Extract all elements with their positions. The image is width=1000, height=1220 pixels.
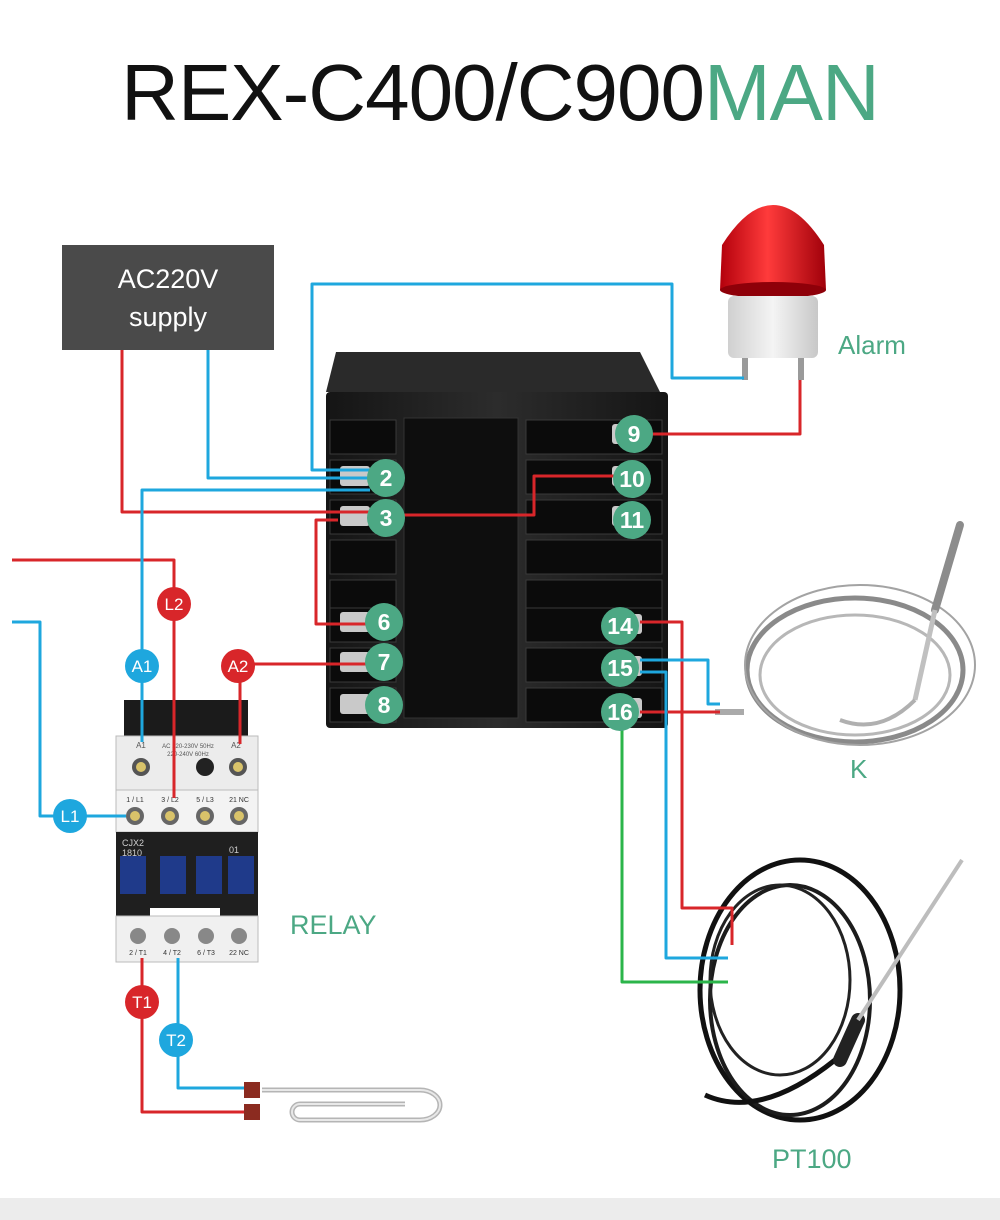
badge-a1: A1 <box>132 657 153 676</box>
heater-element-icon <box>244 1082 443 1123</box>
contactor-terminal-t3: 6 / T3 <box>197 950 215 957</box>
pt100-label: PT100 <box>772 1144 852 1174</box>
contactor-a1-text: A1 <box>136 741 146 750</box>
badge-l2: L2 <box>165 595 184 614</box>
terminal-2-label: 2 <box>380 465 393 491</box>
terminal-9-label: 9 <box>628 421 641 447</box>
wires <box>12 282 802 1114</box>
contactor-terminal-l3: 5 / L3 <box>196 797 214 804</box>
contactor-terminal-l2: 3 / L2 <box>161 797 179 804</box>
terminal-7-label: 7 <box>378 649 391 675</box>
wire-badges: L2 A1 A2 L1 T1 T2 <box>53 587 255 1057</box>
controller-unit <box>326 352 668 728</box>
page-title: REX-C400/C900MAN <box>0 48 1000 138</box>
contactor-relay: A1 A2 AC 220-230V 50Hz 220-240V 60Hz 1 /… <box>115 700 259 963</box>
title-main: REX-C400/C900 <box>121 48 705 137</box>
supply-label-line1: AC220V <box>118 264 219 294</box>
alarm-label: Alarm <box>838 330 906 360</box>
alarm-lamp-icon <box>720 205 826 380</box>
contactor-terminal-t2: 4 / T2 <box>163 950 181 957</box>
terminal-8-label: 8 <box>378 692 391 718</box>
relay-label: RELAY <box>290 910 377 940</box>
contactor-spec-2: 220-240V 60Hz <box>167 752 209 758</box>
terminal-badges: 2 3 6 7 8 9 10 11 14 15 16 <box>365 415 653 731</box>
badge-a2: A2 <box>228 657 249 676</box>
contactor-terminal-l1: 1 / L1 <box>126 797 144 804</box>
terminal-6-label: 6 <box>378 609 391 635</box>
title-accent: MAN <box>704 48 880 137</box>
terminal-15-label: 15 <box>607 655 633 681</box>
supply-label-line2: supply <box>129 302 208 332</box>
contactor-terminal-22nc: 22 NC <box>229 950 249 957</box>
terminal-11-label: 11 <box>620 507 645 533</box>
pt100-probe-icon <box>697 857 964 1123</box>
contactor-spec-1: AC 220-230V 50Hz <box>162 744 214 750</box>
badge-l1: L1 <box>61 807 80 826</box>
contactor-model-2: 1810 <box>122 848 142 858</box>
terminal-10-label: 10 <box>619 466 645 492</box>
contactor-terminal-t1: 2 / T1 <box>129 950 147 957</box>
contactor-a2-text: A2 <box>231 741 241 750</box>
badge-t1: T1 <box>132 993 152 1012</box>
contactor-indicator: 01 <box>229 845 239 855</box>
terminal-14-label: 14 <box>607 613 633 639</box>
k-label: K <box>850 754 868 784</box>
contactor-model-1: CJX2 <box>122 838 144 848</box>
k-thermocouple-icon <box>715 521 976 746</box>
badge-t2: T2 <box>166 1031 186 1050</box>
supply-box: AC220V supply <box>62 245 274 350</box>
footer-strip <box>0 1198 1000 1220</box>
terminal-16-label: 16 <box>607 699 633 725</box>
contactor-terminal-21nc: 21 NC <box>229 797 249 804</box>
terminal-3-label: 3 <box>380 505 393 531</box>
